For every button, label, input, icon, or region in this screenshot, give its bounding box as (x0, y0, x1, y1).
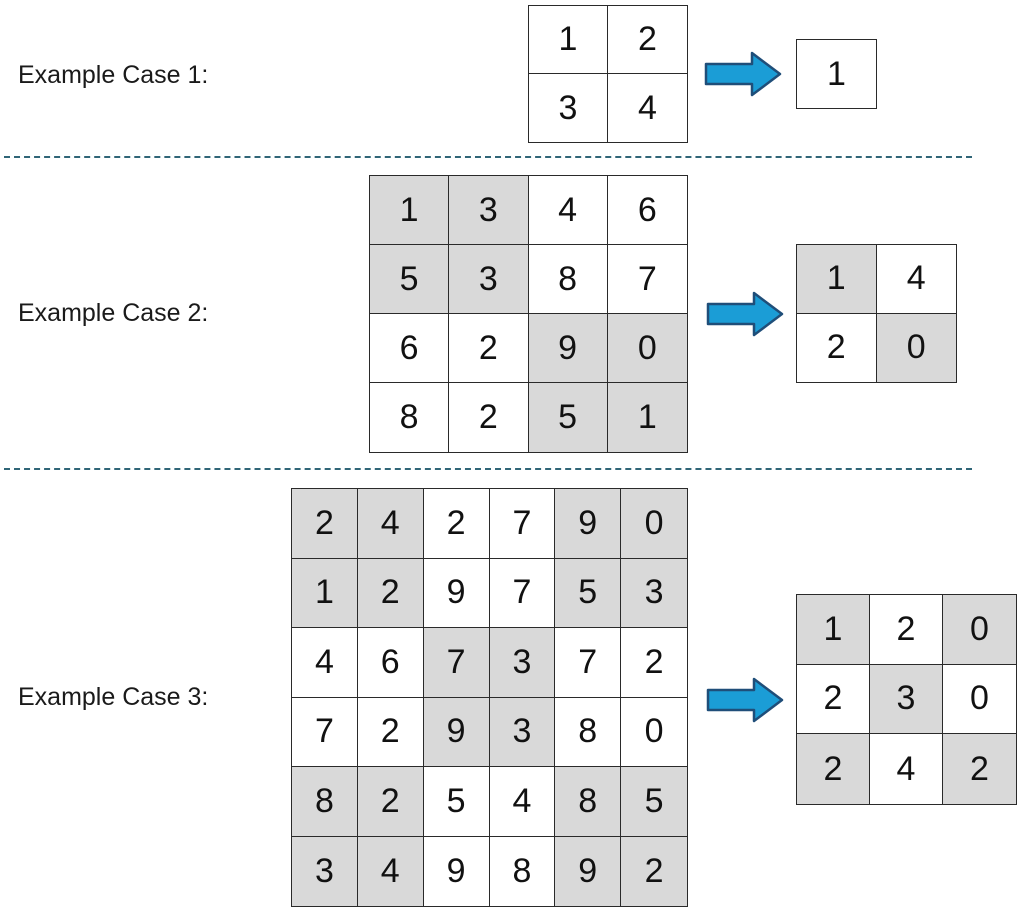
grid-cell: 0 (621, 489, 687, 559)
grid-cell: 4 (489, 767, 556, 837)
grid-cell: 0 (876, 313, 956, 382)
separator-line-2 (4, 468, 972, 470)
separator-line-1 (4, 156, 972, 158)
grid-cell: 0 (607, 314, 687, 383)
grid-cell: 4 (357, 489, 424, 559)
grid-cell: 1 (370, 176, 450, 245)
grid-cell: 7 (607, 245, 687, 314)
grid-cell: 7 (292, 697, 358, 767)
grid-cell: 1 (292, 558, 358, 628)
grid-cell: 1 (797, 595, 870, 665)
grid-cell: 4 (876, 245, 956, 314)
grid-cell: 2 (797, 664, 870, 735)
grid-cell: 6 (607, 176, 687, 245)
grid-cell: 5 (528, 383, 608, 452)
grid-cell: 4 (357, 836, 424, 906)
grid-cell: 2 (357, 697, 424, 767)
grid-cell: 5 (621, 767, 687, 837)
grid-cell: 3 (621, 558, 687, 628)
grid-cell: 8 (490, 836, 556, 906)
grid-cell: 2 (608, 6, 687, 74)
grid-cell: 2 (357, 558, 424, 628)
right-arrow-icon (704, 51, 782, 97)
grid-cell: 1 (607, 383, 687, 452)
arrow-shape (706, 291, 784, 337)
grid-cell: 7 (555, 628, 622, 698)
arrow-shape (704, 51, 782, 97)
grid-cell: 3 (292, 836, 358, 906)
grid-cell: 2 (621, 628, 687, 698)
grid-cell: 8 (528, 245, 608, 314)
grid-cell: 2 (449, 314, 529, 383)
grid-cell: 9 (423, 558, 490, 628)
grid-cell: 7 (423, 628, 490, 698)
grid-cell: 2 (292, 489, 358, 559)
grid-cell: 7 (489, 489, 556, 559)
grid-cell: 5 (370, 245, 450, 314)
grid-cell: 3 (870, 664, 943, 735)
grid-cell: 9 (423, 697, 490, 767)
grid-cell: 2 (357, 767, 424, 837)
right-arrow-icon (706, 291, 784, 337)
grid-cell: 5 (555, 558, 622, 628)
grid-cell: 9 (555, 836, 622, 906)
right-arrow-icon (706, 677, 784, 723)
grid-cell: 6 (357, 628, 424, 698)
grid-cell: 4 (638, 88, 657, 127)
grid-cell: 4 (528, 176, 608, 245)
grid-cell: 4 (870, 734, 943, 804)
grid-cell: 0 (943, 665, 1016, 735)
grid-cell: 2 (797, 734, 870, 804)
grid-cell: 8 (370, 383, 450, 452)
grid-cell: 3 (449, 245, 529, 314)
grid-cell: 8 (555, 697, 622, 767)
grid-cell: 7 (489, 558, 556, 628)
grid-cell: 2 (870, 595, 943, 665)
grid-cell: 0 (943, 595, 1016, 665)
case-2-label: Example Case 2: (18, 299, 209, 327)
grid-cell: 3 (489, 697, 556, 767)
grid-cell: 2 (797, 313, 877, 382)
grid-cell: 2 (449, 383, 529, 452)
grid-cell: 3 (449, 176, 529, 245)
grid-cell: 9 (528, 314, 608, 383)
grid-cell: 1 (797, 245, 877, 314)
case-1-output-grid: 1 (796, 39, 877, 109)
grid-cell: 5 (423, 767, 490, 837)
grid-cell: 6 (370, 314, 450, 383)
grid-cell: 2 (943, 734, 1016, 804)
grid-cell: 1 (529, 6, 608, 74)
grid-cell: 8 (555, 767, 622, 837)
grid-cell: 1 (827, 54, 846, 93)
grid-cell: 8 (292, 767, 358, 837)
grid-cell: 3 (529, 74, 608, 142)
case-1-label: Example Case 1: (18, 61, 209, 89)
grid-cell: 0 (621, 698, 687, 767)
grid-cell: 4 (292, 628, 358, 698)
arrow-shape (706, 677, 784, 723)
case-3-label: Example Case 3: (18, 683, 209, 711)
grid-cell: 2 (423, 489, 490, 559)
grid-cell: 9 (424, 836, 490, 906)
grid-cell: 9 (555, 489, 622, 559)
grid-cell: 3 (489, 628, 556, 698)
grid-cell: 2 (621, 836, 687, 906)
